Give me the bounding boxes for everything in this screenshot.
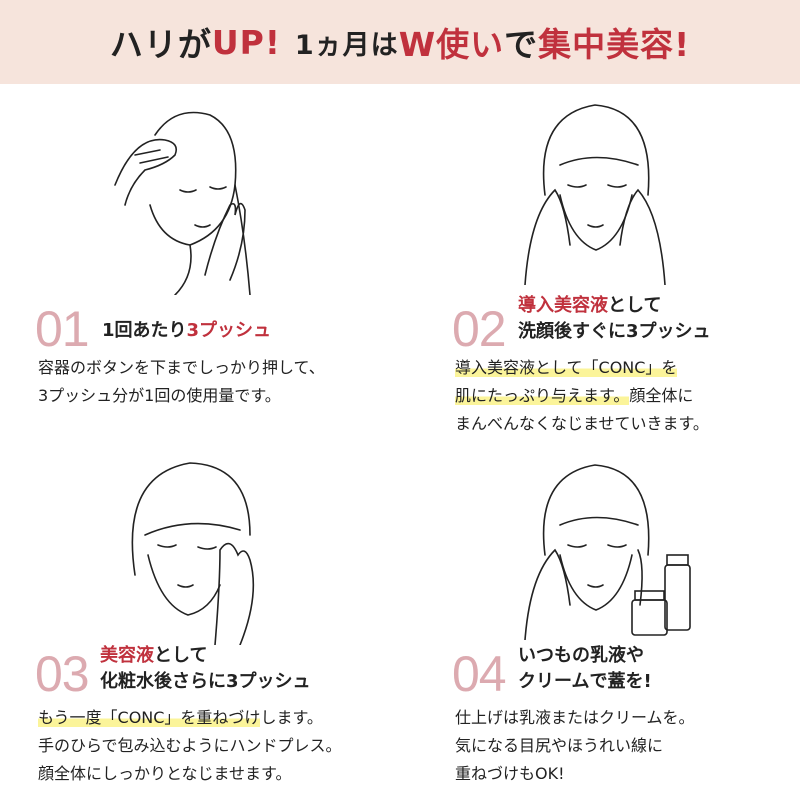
heading-text: として — [154, 645, 208, 666]
step-number: 01 — [35, 301, 90, 357]
face-illustration-step2 — [524, 104, 666, 285]
heading-text: 1回あたり — [102, 320, 187, 341]
description-text: します。 — [260, 708, 323, 727]
heading-text: 化粧水後さらに3プッシュ — [100, 671, 311, 692]
description-line: 気になる目尻やほうれい線に — [455, 736, 664, 755]
title-part: UP! — [211, 22, 281, 62]
step-heading: 導入美容液として 洗顔後すぐに3プッシュ — [518, 293, 711, 345]
step-description: 仕上げは乳液またはクリームを。 気になる目尻やほうれい線に 重ねづけもOK! — [455, 704, 695, 788]
step-heading: 1回あたり3プッシュ — [102, 318, 271, 344]
description-text: 顔全体に — [629, 386, 694, 405]
highlighted-text: もう一度「CONC」を重ねづけ — [38, 708, 261, 727]
step-heading: 美容液として 化粧水後さらに3プッシュ — [100, 643, 311, 695]
heading-accent: 3プッシュ — [186, 320, 272, 341]
title-part: で — [504, 25, 539, 64]
step-heading: いつもの乳液や クリームで蓋を! — [518, 643, 652, 695]
title-part: 1ヵ月は — [294, 29, 399, 61]
heading-accent: 美容液 — [100, 645, 154, 666]
page-title: ハリが UP! 1ヵ月は W使い で 集中美容! — [0, 0, 800, 84]
heading-text: クリームで蓋を! — [518, 671, 652, 692]
description-line: 3プッシュ分が1回の使用量です。 — [38, 386, 281, 405]
description-line: まんべんなくなじませていきます。 — [455, 414, 709, 433]
highlighted-text: 肌にたっぷり与えます。 — [455, 386, 630, 405]
heading-text: として — [608, 295, 662, 316]
description-line: 仕上げは乳液またはクリームを。 — [455, 708, 695, 727]
face-illustration-step3 — [131, 462, 255, 645]
step-number: 02 — [452, 301, 507, 357]
description-line: 容器のボタンを下までしっかり押して、 — [38, 358, 325, 377]
description-line: 重ねづけもOK! — [455, 764, 565, 783]
step-description: もう一度「CONC」を重ねづけします。 手のひらで包み込むようにハンドプレス。 … — [38, 704, 342, 788]
title-part: ハリが — [109, 25, 212, 64]
face-illustration-step1 — [114, 111, 251, 295]
title-part: W使い — [398, 25, 505, 64]
description-line: 顔全体にしっかりとなじませます。 — [38, 764, 292, 783]
heading-text: いつもの乳液や — [518, 645, 644, 666]
face-illustration-step4 — [524, 464, 691, 640]
description-line: 手のひらで包み込むようにハンドプレス。 — [38, 736, 342, 755]
step-description: 容器のボタンを下までしっかり押して、 3プッシュ分が1回の使用量です。 — [38, 354, 325, 410]
heading-text: 洗顔後すぐに3プッシュ — [518, 321, 711, 342]
heading-accent: 導入美容液 — [518, 295, 608, 316]
step-number: 04 — [452, 646, 507, 702]
highlighted-text: 導入美容液として「CONC」を — [455, 358, 678, 377]
step-description: 導入美容液として「CONC」を 肌にたっぷり与えます。顔全体に まんべんなくなじ… — [455, 354, 709, 438]
step-number: 03 — [35, 646, 90, 702]
title-part: 集中美容! — [538, 25, 691, 64]
